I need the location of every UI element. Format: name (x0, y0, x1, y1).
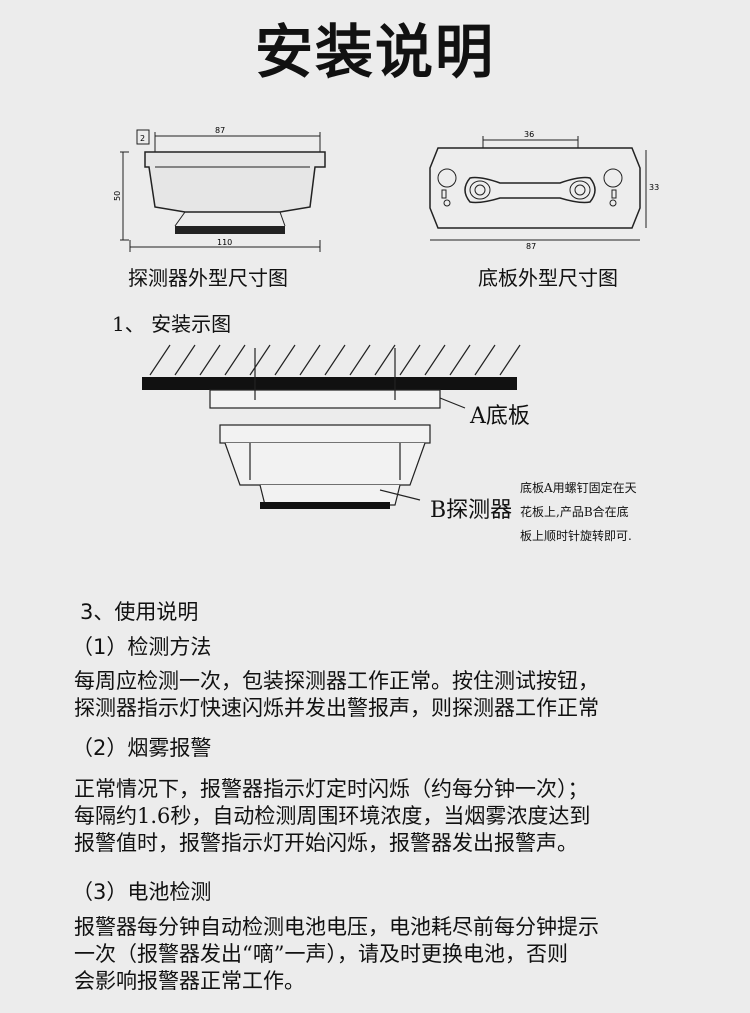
install-note: 底板A用螺钉固定在天 花板上,产品B合在底 板上顺时针旋转即可. (520, 481, 637, 543)
label-detector-b: B探测器 (430, 498, 513, 523)
install-heading: 1、 安装示图 (112, 312, 232, 336)
dim-87: 87 (215, 126, 225, 135)
dim-110: 110 (217, 238, 232, 247)
section-3-text: 报警器每分钟自动检测电池电压，电池耗尽前每分钟提示 一次（报警器发出“嘀”一声）… (74, 915, 599, 993)
base-caption: 底板外型尺寸图 (478, 266, 618, 290)
section-1-title: （1）检测方法 (72, 635, 212, 659)
section-2-text: 正常情况下，报警器指示灯定时闪烁（约每分钟一次）； 每隔约1.6秒，自动检测周围… (74, 777, 591, 855)
dim-2: 2 (140, 134, 145, 143)
usage-heading: 3、使用说明 (80, 600, 199, 624)
label-base-a: A底板 (470, 404, 530, 429)
dim-36: 36 (524, 130, 534, 139)
dim-33: 33 (649, 183, 659, 192)
detector-dimension-drawing: 87 2 50 110 (113, 126, 326, 252)
page-title: 安装说明 (254, 18, 495, 86)
section-3-title: （3）电池检测 (72, 880, 212, 904)
installation-diagram (142, 344, 521, 509)
base-dimension-drawing: 36 87 33 (429, 130, 659, 251)
dim-87-base: 87 (526, 242, 536, 251)
section-2-title: （2）烟雾报警 (72, 736, 212, 760)
section-1-text: 每周应检测一次，包装探测器工作正常。按住测试按钮， 探测器指示灯快速闪烁并发出警… (74, 669, 599, 720)
detector-caption: 探测器外型尺寸图 (128, 266, 288, 290)
dim-50: 50 (113, 191, 122, 201)
